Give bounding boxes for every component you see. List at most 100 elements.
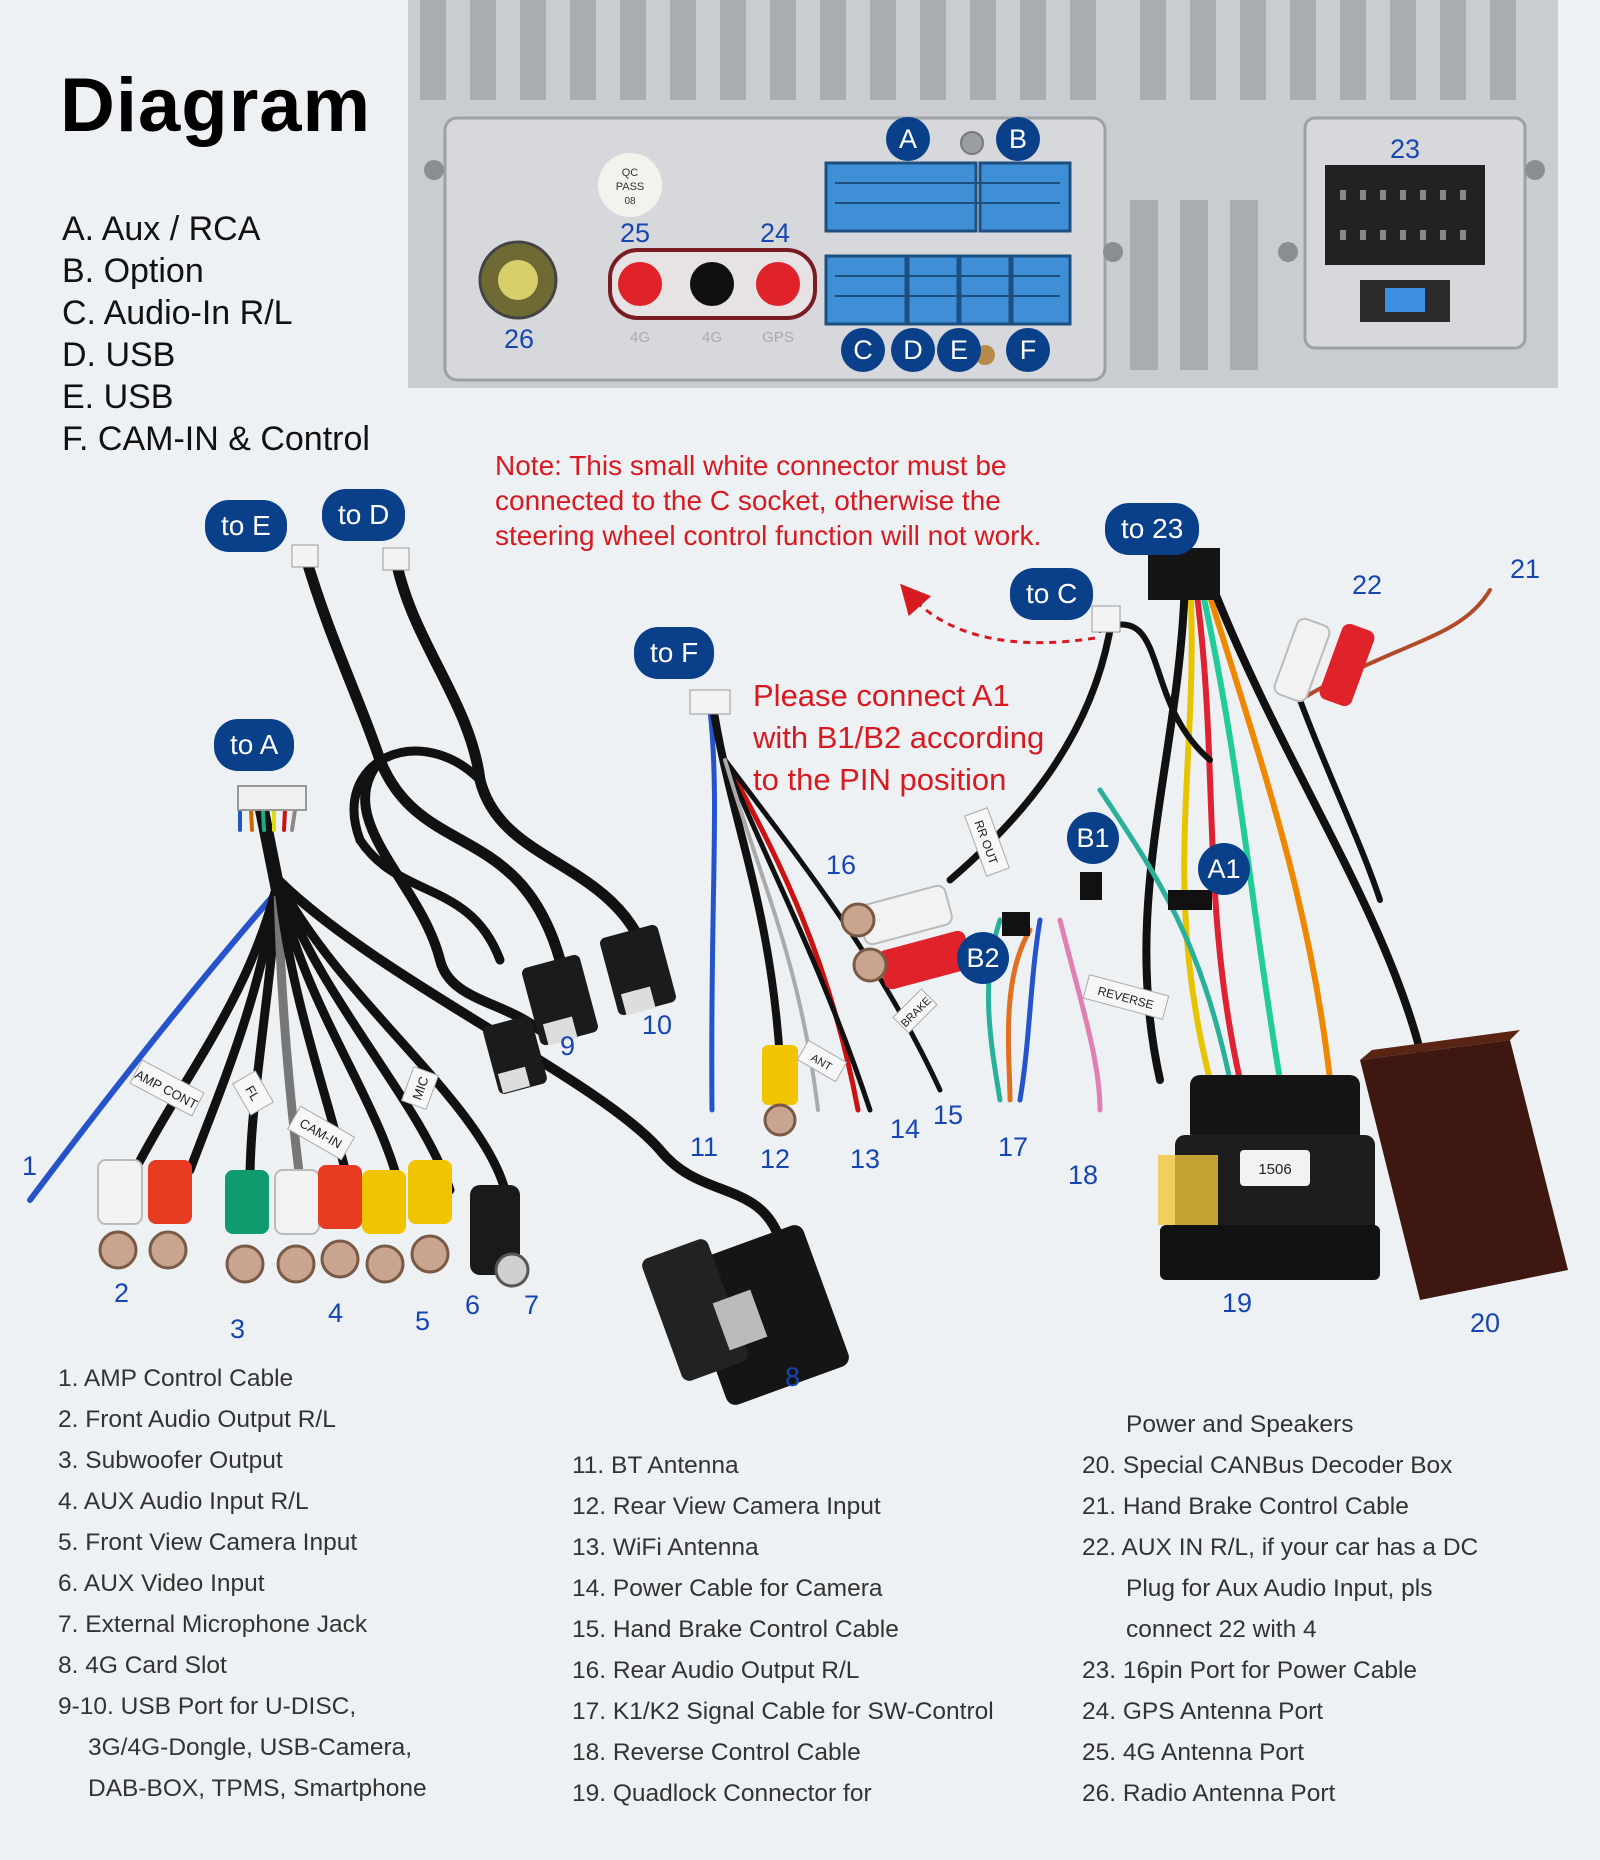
description-item: 3. Subwoofer Output [58,1447,283,1474]
svg-text:11: 11 [690,1132,718,1162]
description-item: 13. WiFi Antenna [572,1534,759,1561]
description-item: 15. Hand Brake Control Cable [572,1616,899,1643]
description-item: 25. 4G Antenna Port [1082,1739,1305,1766]
socket-e [958,254,1012,326]
description-item: 14. Power Cable for Camera [572,1575,883,1602]
gps-antenna-port [756,262,800,306]
socket-f [1010,254,1072,326]
svg-text:16: 16 [826,850,856,880]
description-item: 8. 4G Card Slot [58,1652,227,1679]
svg-text:13: 13 [850,1144,880,1174]
canbus-decoder-box [1360,1040,1568,1300]
badge-b2: B2 [957,932,1009,984]
description-item: 24. GPS Antenna Port [1082,1698,1324,1725]
connector-a-plug [237,785,307,811]
description-column-3: Power and Speakers 20. Special CANBus De… [1082,1404,1478,1814]
svg-text:17: 17 [998,1132,1028,1162]
4g-spare-port [690,262,734,306]
description-item: 20. Special CANBus Decoder Box [1082,1452,1453,1479]
svg-text:1: 1 [22,1151,37,1181]
socket-legend: A. Aux / RCA B. Option C. Audio-In R/L D… [62,208,370,460]
description-item: 19. Quadlock Connector for [572,1780,872,1807]
legend-item: B. Option [62,252,204,290]
badge-socket-a: A [886,117,930,161]
pill-to-23: to 23 [1105,503,1200,555]
description-item: 6. AUX Video Input [58,1570,265,1597]
svg-text:24: 24 [760,218,790,248]
badge-socket-d: D [891,328,935,372]
harness-a-cables [27,788,785,1245]
usb-cables [299,549,646,1035]
socket-d [906,254,960,326]
cable-tags-harness-a: AMP CONT FL CAM-IN MIC [129,1059,440,1161]
note-arrow [900,583,1096,645]
description-item: 12. Rear View Camera Input [572,1493,881,1520]
description-item: 1. AMP Control Cable [58,1365,294,1392]
svg-text:14: 14 [890,1114,920,1144]
description-item: 9-10. USB Port for U-DISC, [58,1693,357,1720]
quadlock-connector: 1506 [1158,1075,1380,1280]
page-title: Diagram [60,63,372,148]
connector-a1 [1168,890,1212,910]
svg-text:2: 2 [114,1278,129,1308]
svg-text:12: 12 [760,1144,790,1174]
description-column-2: 11. BT Antenna 12. Rear View Camera Inpu… [572,1445,994,1814]
description-item: 21. Hand Brake Control Cable [1082,1493,1409,1520]
number-callouts: 1 2 3 4 5 6 7 8 9 10 11 12 13 14 15 16 1… [22,134,1540,1392]
description-item: 5. Front View Camera Input [58,1529,358,1556]
description-item: 4. AUX Audio Input R/L [58,1488,309,1515]
rear-audio-rca [840,884,972,990]
svg-text:GPS: GPS [762,329,794,346]
svg-text:PASS: PASS [616,181,645,193]
svg-text:1506: 1506 [1258,1161,1291,1178]
svg-text:9: 9 [560,1031,575,1061]
description-item: 22. AUX IN R/L, if your car has a DC [1082,1534,1479,1561]
svg-text:22: 22 [1352,570,1382,600]
description-item: 3G/4G-Dongle, USB-Camera, [88,1734,413,1761]
svg-text:10: 10 [642,1010,672,1040]
badge-b1: B1 [1067,812,1119,864]
svg-text:3: 3 [230,1314,245,1344]
svg-text:6: 6 [465,1290,480,1320]
svg-text:15: 15 [933,1100,963,1130]
svg-text:QC: QC [622,167,639,179]
socket-c [824,254,908,326]
pill-to-c: to C [1010,568,1094,620]
description-item: connect 22 with 4 [1126,1616,1317,1643]
connector-b2 [1002,912,1030,936]
svg-text:08: 08 [624,196,636,207]
legend-item: D. USB [62,336,176,374]
svg-text:4: 4 [328,1298,343,1328]
svg-text:4G: 4G [630,329,650,346]
svg-text:4G: 4G [702,329,722,346]
legend-item: F. CAM-IN & Control [62,420,370,458]
note-line: Please connect A1 [753,678,1010,713]
svg-text:FL: FL [242,1083,263,1104]
note-line: Note: This small white connector must be [495,450,1007,481]
badge-socket-e: E [937,328,981,372]
svg-text:23: 23 [1390,134,1420,164]
pill-to-a: to A [214,719,295,771]
connector-d-plug [382,547,410,571]
svg-text:25: 25 [620,218,650,248]
socket-b [978,161,1072,233]
connector-e-plug [291,544,319,568]
description-item: Power and Speakers [1126,1411,1354,1438]
usb-plugs [483,924,676,1094]
connector-23-plug [1148,548,1220,600]
pill-to-d: to D [322,489,406,541]
svg-text:26: 26 [504,324,534,354]
pill-to-e: to E [205,500,287,552]
description-item: Plug for Aux Audio Input, pls [1126,1575,1433,1602]
badge-socket-c: C [841,328,885,372]
power-port-16pin [1325,165,1485,265]
svg-text:8: 8 [785,1362,800,1392]
steering-note: Note: This small white connector must be… [495,448,1115,553]
rear-camera-rca [762,1045,798,1105]
note-line: connected to the C socket, otherwise the [495,485,1001,516]
qc-pass-sticker [598,153,662,217]
rca-plugs [97,1159,530,1288]
description-item: 23. 16pin Port for Power Cable [1082,1657,1418,1684]
note-line: with B1/B2 according [753,720,1045,755]
